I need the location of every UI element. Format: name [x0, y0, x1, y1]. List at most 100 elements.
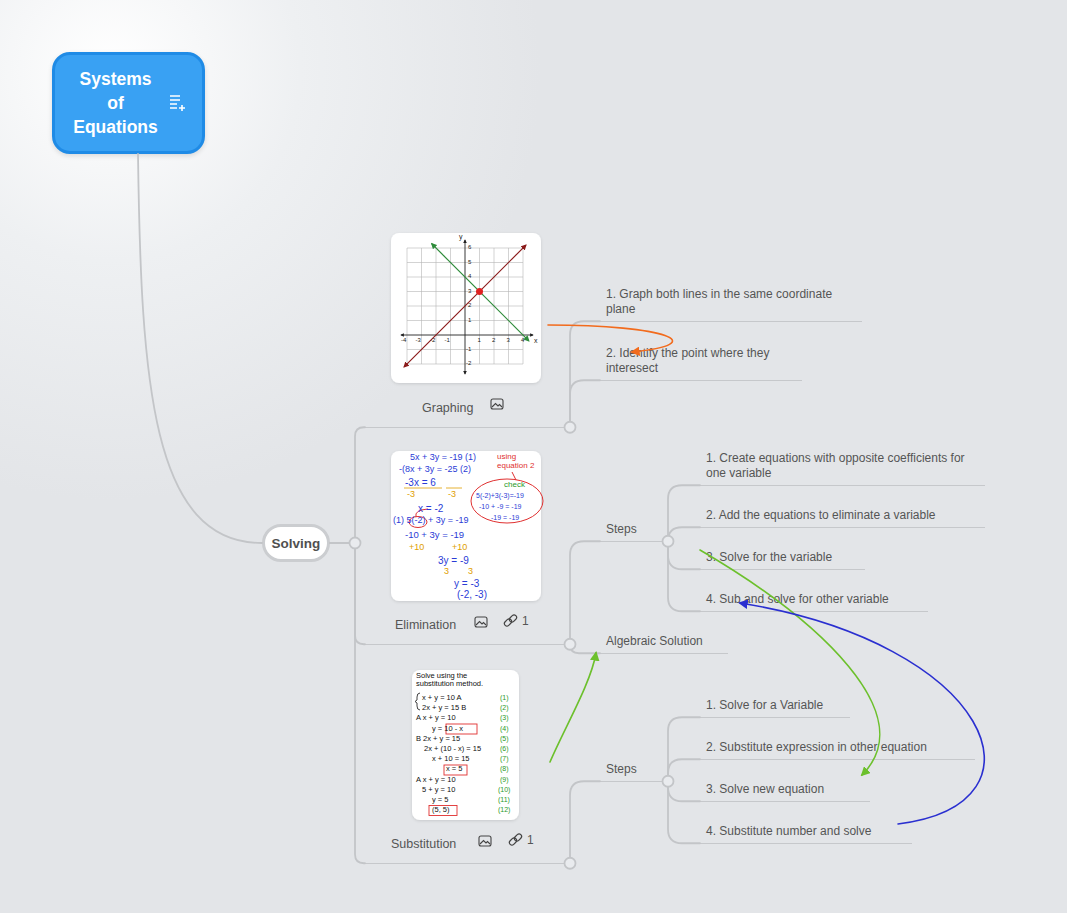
axis-tick: 2 — [492, 337, 495, 344]
notes-icon — [170, 96, 185, 111]
handwritten-step: 2x + (10 - x) = 15 — [424, 745, 481, 753]
handwritten-step: B 2x + y = 15 — [416, 735, 460, 743]
junction-dot — [565, 422, 576, 433]
handwritten-step: 3 — [468, 567, 473, 577]
equation-number: (10) — [498, 786, 510, 794]
answer-box — [429, 806, 457, 816]
handwritten-step: -10 + -9 = -19 — [479, 503, 521, 511]
equation-number: (12) — [498, 806, 510, 814]
subtopic: 2. Substitute expression in other equati… — [700, 731, 975, 760]
image-topic: Substitution — [365, 668, 570, 864]
subtopic: 3. Solve for the variable — [700, 541, 865, 570]
junction-dot — [663, 536, 674, 547]
branch-line — [668, 781, 700, 843]
axis-tick: 2 — [468, 302, 471, 309]
branch-line — [138, 154, 262, 543]
subtopic: 4. Substitute number and solve — [700, 815, 912, 844]
branch-line — [668, 541, 700, 611]
branch-line — [330, 427, 365, 543]
equation-number: (3) — [500, 714, 509, 722]
handwritten-step: -3 — [448, 490, 456, 500]
image-icon — [479, 836, 491, 846]
axis-tick: 4 — [521, 337, 524, 344]
shape-part — [475, 617, 487, 627]
handwritten-step: x = -2 — [418, 503, 443, 514]
topic-text: Systems of Equations — [70, 67, 162, 139]
intersection-point — [476, 288, 483, 295]
handwritten-step: +10 — [409, 543, 424, 553]
topic-caption: Substitution — [391, 837, 456, 851]
image-icon — [491, 399, 503, 409]
equation-number: (11) — [498, 796, 510, 804]
shape-part — [491, 399, 503, 409]
handwritten-step: -19 = -19 — [491, 514, 519, 522]
handwritten-step: Solve using the substitution method. — [416, 672, 496, 689]
topic-text: 2. Identify the point where they interes… — [606, 346, 796, 376]
branch-line — [668, 759, 700, 781]
junction-dot — [565, 639, 576, 650]
axis-tick: -3 — [416, 337, 421, 344]
equation-number: (5) — [500, 735, 509, 743]
topic-text: 2. Add the equations to eliminate a vari… — [706, 508, 936, 523]
topic-text: 1. Create equations with opposite coeffi… — [706, 451, 979, 481]
central-topic: Systems of Equations — [52, 52, 205, 154]
handwritten-step: +10 — [452, 543, 467, 553]
image-card — [412, 670, 519, 820]
handwritten-step: y = 5 — [432, 796, 448, 804]
topic-caption: Elimination — [395, 618, 456, 632]
shape-part — [476, 622, 486, 626]
junction-dot — [350, 538, 361, 549]
subtopic: 3. Solve new equation — [700, 773, 870, 802]
handwritten-step: A x + y = 10 — [416, 776, 456, 784]
equation-number: (7) — [500, 755, 509, 763]
handwritten-step: 3y = -9 — [438, 555, 469, 566]
branch-line — [570, 321, 600, 427]
handwritten-step: -3 — [407, 490, 415, 500]
axis-tick: -2 — [466, 360, 471, 367]
handwritten-step: y = -3 — [454, 578, 479, 589]
subtopic: 1. Solve for a Variable — [700, 689, 850, 718]
answer-box — [444, 765, 467, 775]
topic-text: 4. Substitute number and solve — [706, 824, 871, 839]
axis-tick: x — [534, 337, 538, 345]
handwritten-step: 3 — [444, 567, 449, 577]
handwritten-step: 5(-2)+3(-3)=-19 — [476, 492, 524, 500]
axis-tick: -2 — [430, 337, 435, 344]
link-icon — [503, 614, 517, 627]
handwritten-step: x = 5 — [446, 765, 462, 773]
handwritten-step: -10 + 3y = -19 — [405, 530, 464, 540]
axis-tick: 1 — [468, 317, 471, 324]
axis-tick: 4 — [468, 273, 471, 280]
handwritten-step: A x + y = 10 — [416, 714, 456, 722]
branch-line — [330, 543, 365, 644]
link-icon — [508, 833, 522, 846]
handwritten-step: (5, 5) — [432, 806, 450, 814]
image-topic: Elimination — [365, 450, 570, 645]
subtopic: Steps — [600, 512, 668, 542]
topic-text: Steps — [606, 522, 637, 537]
shape-part — [480, 841, 490, 845]
branch-line — [668, 541, 700, 569]
image-icon — [475, 617, 487, 627]
handwritten-step: (-2, -3) — [457, 589, 487, 600]
junction-dot — [565, 858, 576, 869]
handwritten-step: -3x = 6 — [405, 477, 436, 488]
topic-text: 2. Substitute expression in other equati… — [706, 740, 927, 755]
handwritten-step: 5x + 3y = -19 (1) — [410, 453, 476, 463]
shape-part — [508, 614, 517, 623]
branch-line — [668, 781, 700, 801]
image-topic: Graphing — [365, 232, 570, 428]
equation-number: (9) — [500, 776, 509, 784]
topic-text: Algebraic Solution — [606, 634, 703, 649]
image-card — [391, 233, 541, 383]
branch-line — [668, 527, 700, 541]
shape-part — [479, 836, 491, 846]
junction-dot — [663, 776, 674, 787]
axis-tick: 5 — [468, 259, 471, 266]
handwritten-step: (1) 5(-2) + 3y = -19 — [393, 516, 469, 526]
handwritten-step: 2x + y = 15 B — [422, 704, 466, 712]
topic-text: Solving — [272, 536, 321, 551]
handwritten-step: x + 10 = 15 — [432, 755, 470, 763]
equation-number: (8) — [500, 765, 509, 773]
